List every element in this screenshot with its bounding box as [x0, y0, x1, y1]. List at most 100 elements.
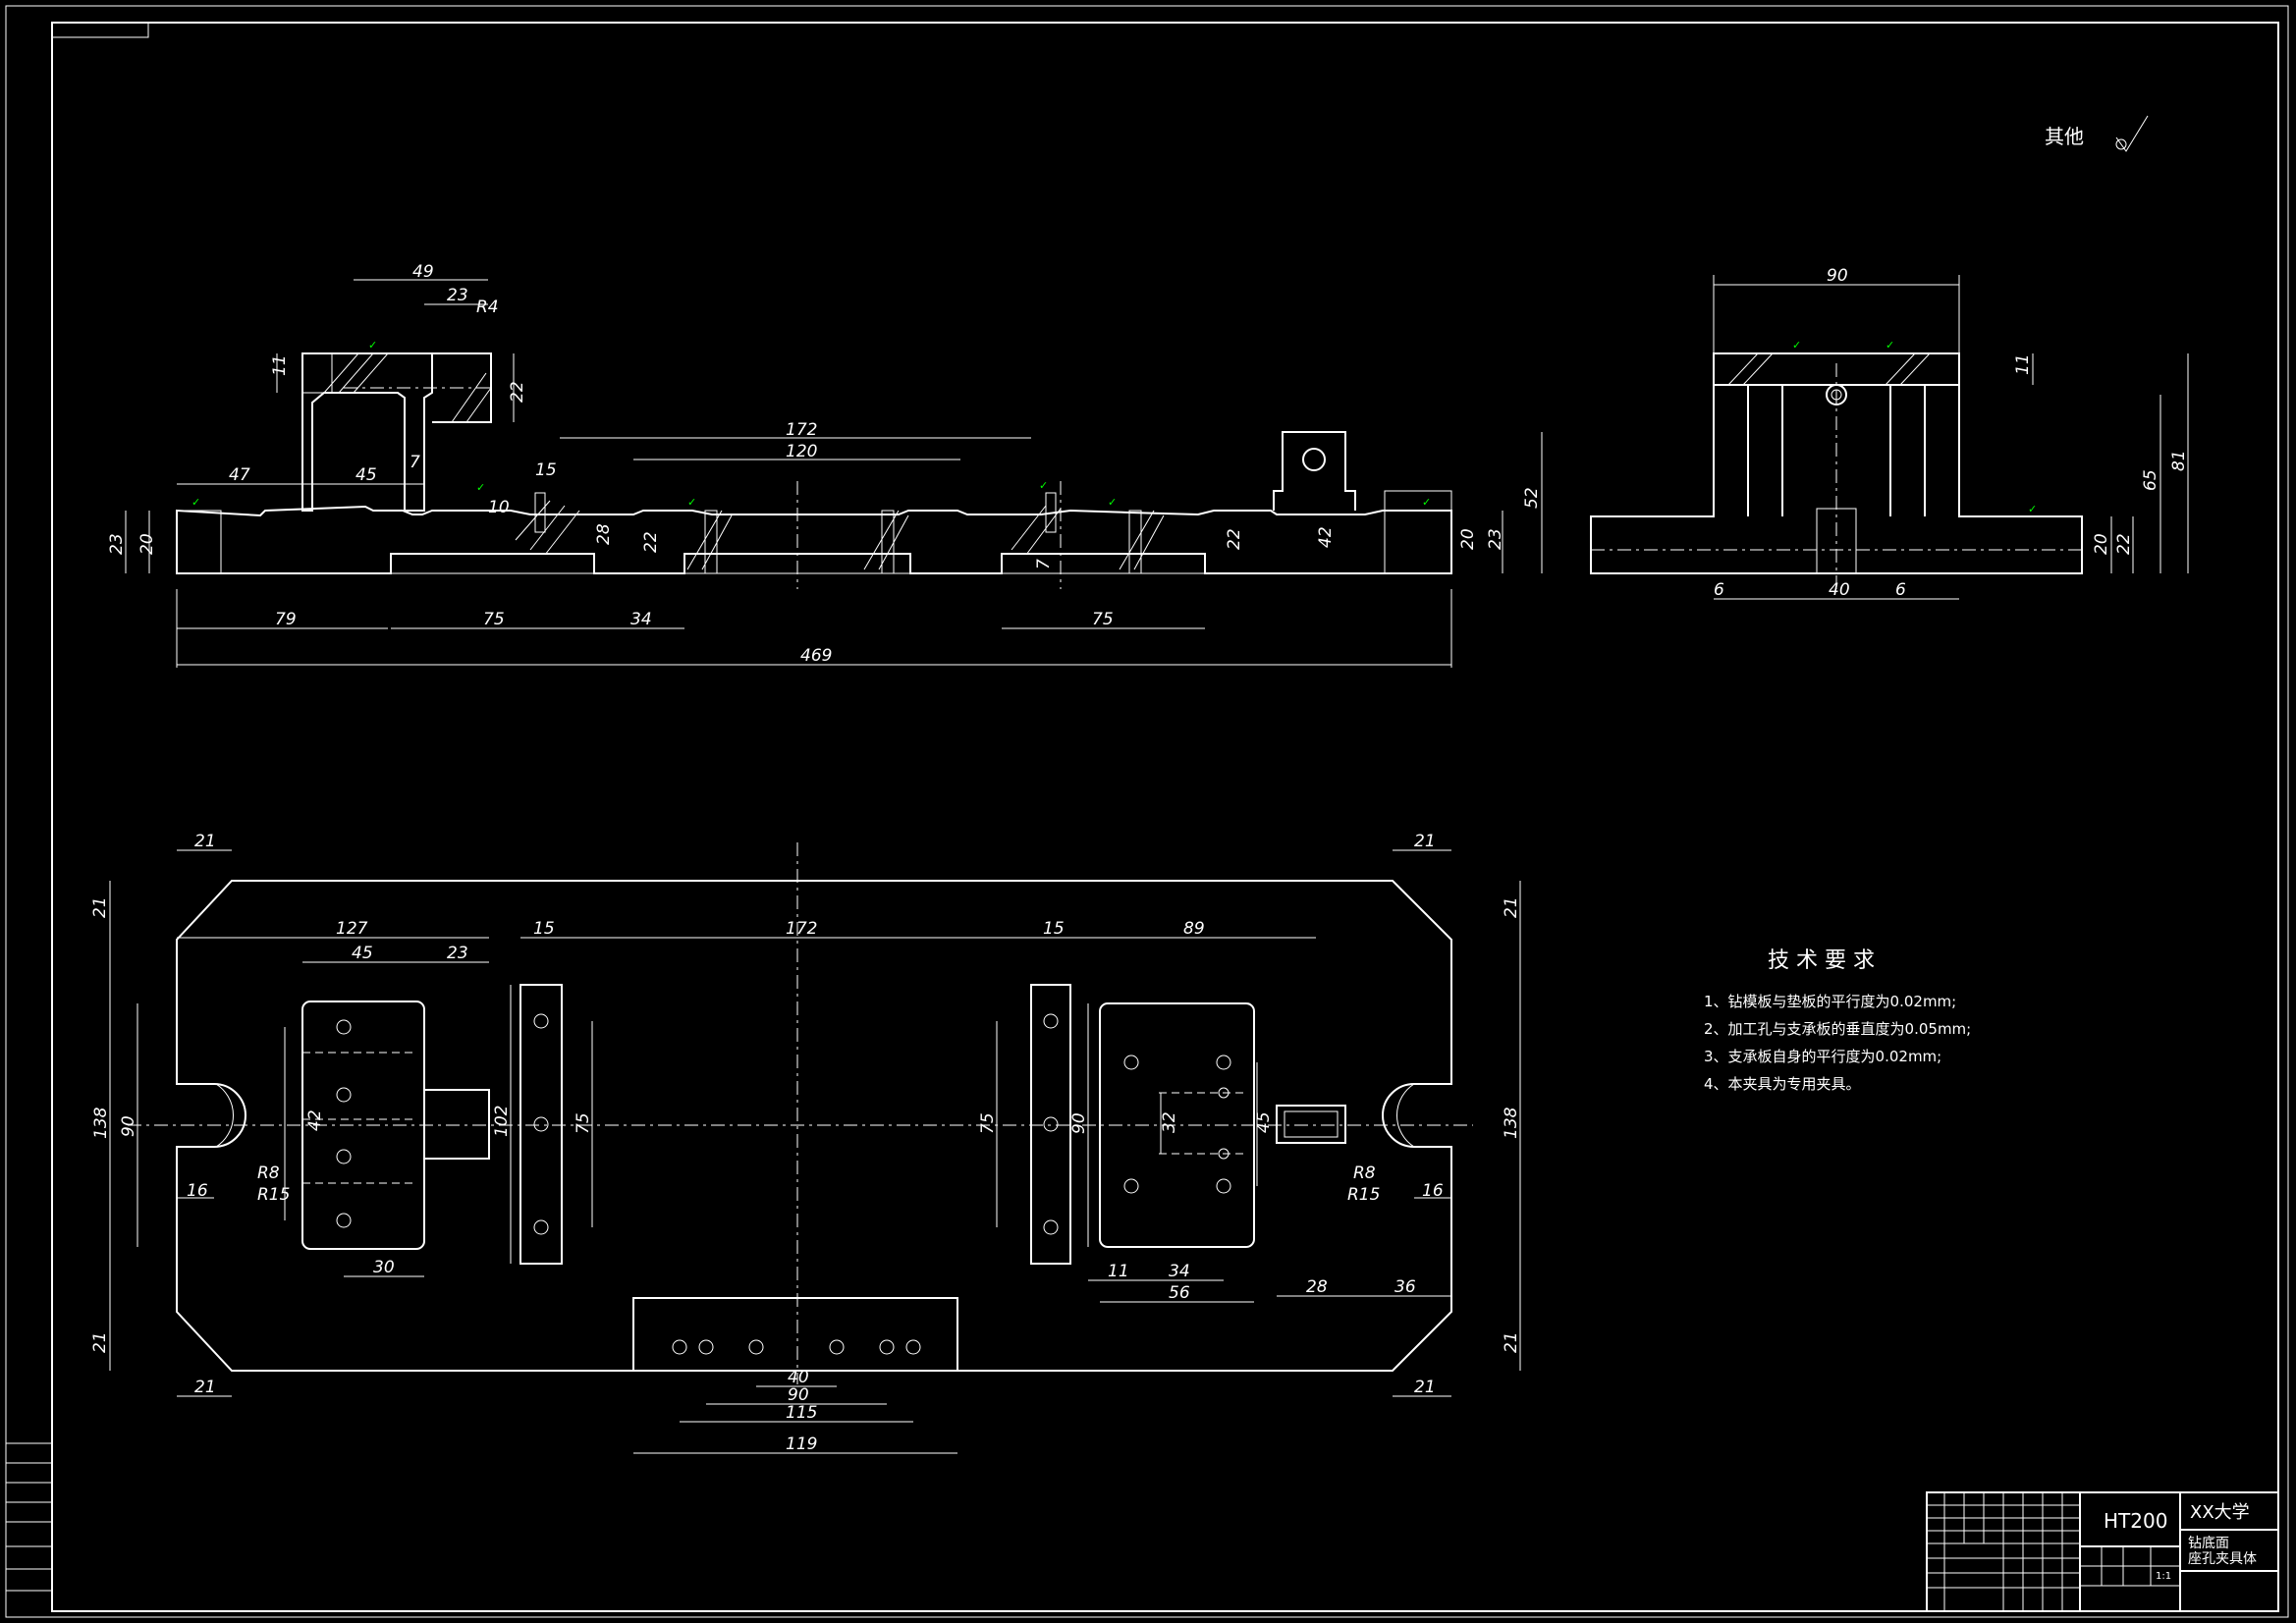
- roughness-symbol: [2115, 115, 2149, 152]
- svg-text:R8: R8: [1353, 1163, 1376, 1183]
- svg-text:56: 56: [1169, 1283, 1190, 1303]
- svg-text:42: 42: [305, 1109, 325, 1131]
- front-view: 49 23 R4 11 22 47 45 7 15 10 28 22 172 1…: [107, 262, 1543, 668]
- svg-text:✓: ✓: [1792, 339, 1801, 352]
- svg-text:21: 21: [194, 1378, 216, 1397]
- svg-text:28: 28: [594, 523, 614, 545]
- svg-text:89: 89: [1183, 919, 1205, 939]
- svg-text:16: 16: [187, 1181, 208, 1201]
- roughness-note: 其他: [2045, 115, 2149, 152]
- svg-text:32: 32: [1160, 1111, 1179, 1133]
- svg-text:11: 11: [270, 354, 290, 376]
- svg-text:6: 6: [1714, 580, 1724, 600]
- svg-text:21: 21: [1502, 1331, 1521, 1353]
- material-label: HT200: [2104, 1509, 2167, 1533]
- svg-text:20: 20: [2092, 533, 2111, 555]
- svg-text:81: 81: [2169, 450, 2189, 471]
- svg-text:119: 119: [786, 1434, 817, 1454]
- svg-text:✓: ✓: [2028, 503, 2037, 515]
- svg-text:✓: ✓: [368, 339, 377, 352]
- svg-text:7: 7: [1034, 559, 1054, 569]
- svg-text:21: 21: [1414, 832, 1436, 851]
- svg-text:✓: ✓: [1422, 496, 1431, 509]
- scale-label: 1:1: [2156, 1571, 2171, 1582]
- svg-text:75: 75: [483, 610, 505, 629]
- title-block: HT200 XX大学 钻底面 座孔夹具体 1:1: [1926, 1491, 2279, 1612]
- svg-text:90: 90: [119, 1115, 138, 1137]
- svg-text:22: 22: [1225, 528, 1244, 550]
- svg-text:21: 21: [90, 896, 110, 918]
- outer-border: [5, 5, 2289, 1618]
- svg-text:15: 15: [1043, 919, 1065, 939]
- svg-text:79: 79: [275, 610, 297, 629]
- svg-text:21: 21: [90, 1331, 110, 1353]
- tech-requirements: 技 术 要 求 1、钻模板与垫板的平行度为0.02mm; 2、加工孔与支承板的垂…: [1704, 948, 1971, 1093]
- school-label: XX大学: [2190, 1502, 2250, 1523]
- svg-text:40: 40: [1829, 580, 1850, 600]
- svg-text:R15: R15: [257, 1185, 290, 1205]
- svg-text:16: 16: [1422, 1181, 1444, 1201]
- corner-tag: [51, 22, 149, 38]
- svg-text:✓: ✓: [1886, 339, 1894, 352]
- drawing-name-line1: 钻底面: [2188, 1536, 2229, 1551]
- svg-text:90: 90: [1827, 266, 1848, 286]
- svg-text:20: 20: [1458, 528, 1478, 550]
- svg-text:45: 45: [355, 465, 377, 485]
- svg-text:✓: ✓: [687, 496, 696, 509]
- svg-text:15: 15: [533, 919, 555, 939]
- svg-text:23: 23: [107, 533, 127, 555]
- svg-text:22: 22: [641, 531, 661, 553]
- svg-text:7: 7: [410, 453, 420, 472]
- svg-text:11: 11: [2013, 353, 2033, 375]
- svg-text:23: 23: [447, 944, 468, 963]
- svg-text:34: 34: [1169, 1262, 1190, 1281]
- margin-stamps: [5, 1442, 53, 1592]
- svg-text:✓: ✓: [191, 496, 200, 509]
- svg-text:138: 138: [1502, 1107, 1521, 1139]
- svg-text:115: 115: [786, 1403, 817, 1423]
- svg-text:6: 6: [1895, 580, 1906, 600]
- svg-text:34: 34: [630, 610, 652, 629]
- drawing-name-line2: 座孔夹具体: [2188, 1551, 2257, 1567]
- svg-text:75: 75: [1092, 610, 1114, 629]
- svg-text:75: 75: [978, 1112, 998, 1134]
- svg-text:15: 15: [535, 460, 557, 480]
- svg-text:49: 49: [412, 262, 434, 282]
- svg-text:138: 138: [91, 1107, 111, 1139]
- plan-view: 21 21 21 21 21 21 21 21 127 45 23 15 172…: [90, 832, 1521, 1454]
- svg-text:469: 469: [800, 646, 832, 666]
- svg-text:22: 22: [508, 381, 527, 403]
- svg-text:28: 28: [1306, 1277, 1328, 1297]
- tech-req-item: 1、钻模板与垫板的平行度为0.02mm;: [1704, 993, 1956, 1010]
- svg-text:45: 45: [1254, 1111, 1274, 1133]
- svg-text:R15: R15: [1347, 1185, 1380, 1205]
- svg-text:36: 36: [1394, 1277, 1416, 1297]
- svg-text:30: 30: [373, 1258, 395, 1277]
- svg-text:42: 42: [1316, 526, 1336, 548]
- svg-text:10: 10: [488, 498, 510, 517]
- svg-text:23: 23: [447, 286, 468, 305]
- svg-text:R8: R8: [257, 1163, 280, 1183]
- svg-text:40: 40: [788, 1368, 809, 1387]
- tech-req-item: 3、支承板自身的平行度为0.02mm;: [1704, 1048, 1941, 1065]
- tech-req-title: 技 术 要 求: [1768, 948, 1875, 973]
- svg-text:45: 45: [352, 944, 373, 963]
- svg-text:127: 127: [336, 919, 368, 939]
- svg-text:172: 172: [786, 420, 817, 440]
- svg-text:✓: ✓: [1039, 479, 1048, 492]
- svg-text:120: 120: [786, 442, 817, 461]
- svg-text:21: 21: [1502, 896, 1521, 918]
- tech-req-item: 2、加工孔与支承板的垂直度为0.05mm;: [1704, 1020, 1971, 1038]
- inner-border: [51, 22, 2279, 1612]
- svg-text:52: 52: [1522, 487, 1542, 509]
- svg-text:90: 90: [788, 1385, 809, 1405]
- side-view: 90 11 65 81 20 22 6 40 6 ✓ ✓ ✓: [1590, 266, 2189, 600]
- svg-text:102: 102: [492, 1106, 512, 1137]
- svg-text:22: 22: [2114, 533, 2134, 555]
- svg-text:✓: ✓: [1108, 496, 1117, 509]
- svg-text:75: 75: [574, 1112, 593, 1134]
- svg-text:21: 21: [194, 832, 216, 851]
- svg-text:23: 23: [1486, 528, 1505, 550]
- svg-text:11: 11: [1108, 1262, 1129, 1281]
